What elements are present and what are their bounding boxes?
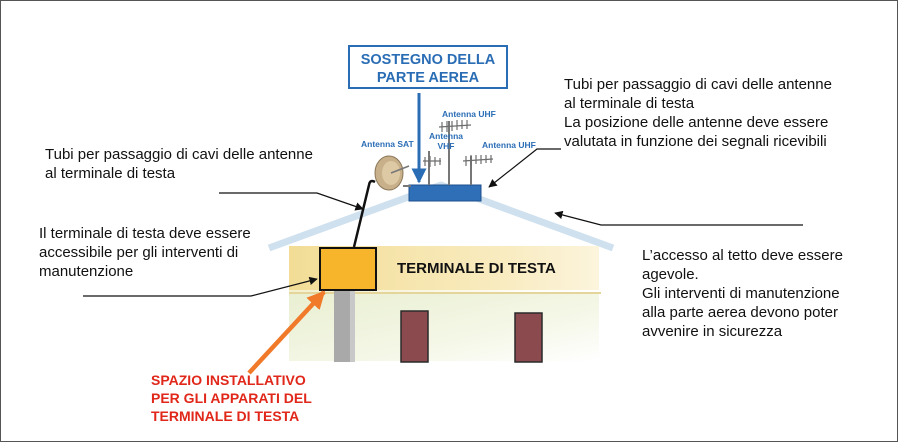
leader-left-middle [83, 276, 318, 297]
satellite-dish-icon [374, 155, 411, 191]
antenna-support-block [408, 184, 482, 202]
window-right [514, 312, 543, 363]
terminal-label: TERMINALE DI TESTA [397, 260, 556, 277]
note-top-right: Tubi per passaggio di cavi delle antenne… [564, 76, 832, 150]
installation-space-arrow [247, 290, 326, 375]
leader-top-right [488, 148, 561, 188]
note-right-bottom: L’accesso al tetto deve essere agevole. … [642, 247, 843, 340]
antenna-uhf-top-icon [438, 120, 472, 132]
antenna-sat-label: Antenna SAT [361, 139, 414, 149]
cable-riser-shadow [350, 290, 355, 362]
antenna-uhf-right-icon [462, 155, 494, 166]
note-left-top: Tubi per passaggio di cavi delle antenne… [45, 146, 313, 182]
support-label: SOSTEGNO DELLA PARTE AEREA [348, 45, 508, 89]
cable-pipe [352, 179, 376, 248]
note-left-middle: Il terminale di testa deve essere access… [39, 225, 251, 280]
window-left [400, 310, 429, 363]
cable-riser [334, 290, 352, 362]
antenna-vhf-icon [423, 156, 441, 167]
leader-right-roof [554, 210, 803, 226]
installation-space-label: SPAZIO INSTALLATIVO PER GLI APPARATI DEL… [151, 372, 312, 424]
leader-left-top [219, 192, 364, 211]
antenna-uhf-right-label: Antenna UHF [482, 140, 536, 150]
antenna-vhf-label: Antenna VHF [429, 131, 463, 151]
antenna-uhf-top-label: Antenna UHF [442, 109, 496, 119]
terminal-box [319, 247, 377, 291]
